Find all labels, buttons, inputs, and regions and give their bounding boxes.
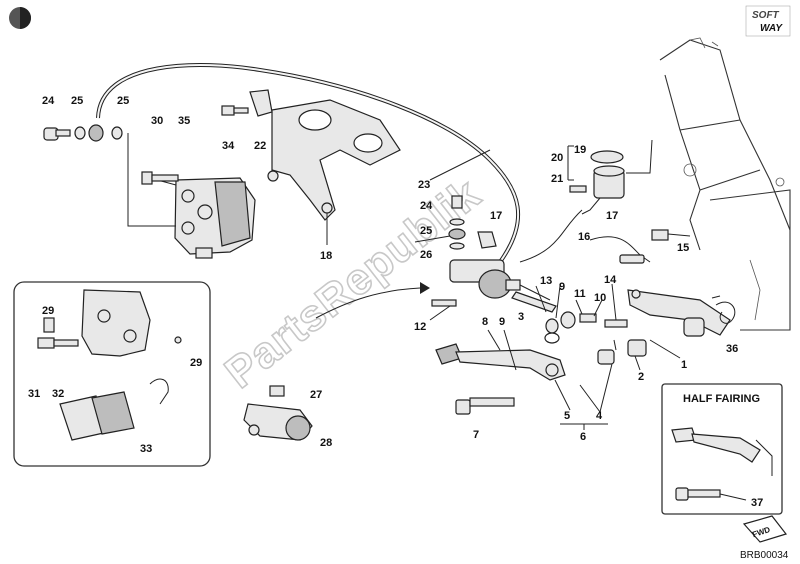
callout-25c: 25 bbox=[420, 225, 432, 237]
callout-23: 23 bbox=[418, 179, 430, 191]
watermark: PartsRepublik bbox=[216, 169, 490, 398]
brand-logo-line1: SOFT bbox=[752, 10, 780, 21]
callout-12: 12 bbox=[414, 321, 426, 333]
callout-1: 1 bbox=[681, 359, 687, 371]
inset-half-fairing: HALF FAIRING bbox=[661, 383, 783, 515]
adjuster-parts bbox=[544, 311, 597, 344]
fwd-arrow-icon: FWD bbox=[742, 515, 788, 543]
leader-lines bbox=[414, 149, 617, 430]
frame-outline bbox=[659, 37, 791, 331]
callout-20: 20 bbox=[551, 152, 563, 164]
callout-13: 13 bbox=[540, 275, 552, 287]
callout-28: 28 bbox=[320, 437, 332, 449]
bolt-30 bbox=[141, 171, 179, 185]
callout-17b: 17 bbox=[606, 210, 618, 222]
callout-16: 16 bbox=[578, 231, 590, 243]
footrest-bracket bbox=[604, 289, 736, 337]
callout-3: 3 bbox=[518, 311, 524, 323]
hose-clamp-17a bbox=[477, 231, 497, 249]
callout-25b: 25 bbox=[117, 95, 129, 107]
pivot-bushings bbox=[597, 339, 681, 371]
callout-10: 10 bbox=[594, 292, 606, 304]
callout-18: 18 bbox=[320, 250, 332, 262]
drawing-code: BRB00034 bbox=[740, 550, 789, 561]
callout-8: 8 bbox=[482, 316, 488, 328]
callout-11: 11 bbox=[574, 288, 586, 300]
caliper-bracket bbox=[267, 99, 401, 245]
brake-hose bbox=[96, 63, 521, 264]
callout-33: 33 bbox=[140, 443, 152, 455]
callout-26: 26 bbox=[420, 249, 432, 261]
callout-31: 31 bbox=[28, 388, 40, 400]
circle-mark-icon bbox=[9, 7, 31, 29]
banjo-bolt-group bbox=[43, 124, 123, 142]
callout-35: 35 bbox=[178, 115, 190, 127]
rear-master-cylinder bbox=[431, 259, 551, 307]
callout-36: 36 bbox=[726, 343, 738, 355]
callout-7: 7 bbox=[473, 429, 479, 441]
callout-9a: 9 bbox=[559, 281, 565, 293]
callout-24a: 24 bbox=[42, 95, 55, 107]
callout-17a: 17 bbox=[490, 210, 502, 222]
callout-30: 30 bbox=[151, 115, 163, 127]
brand-logo-line2: WAY bbox=[760, 23, 783, 34]
callout-34: 34 bbox=[222, 140, 235, 152]
callout-14: 14 bbox=[604, 274, 617, 286]
callout-37: 37 bbox=[751, 497, 763, 509]
callout-21: 21 bbox=[551, 173, 563, 185]
pushrod-13 bbox=[511, 291, 557, 313]
brake-caliper bbox=[127, 133, 256, 259]
callout-15: 15 bbox=[677, 242, 689, 254]
pivot-bolt-7 bbox=[455, 397, 515, 415]
callout-19: 19 bbox=[574, 144, 586, 156]
callout-2: 2 bbox=[638, 371, 644, 383]
callout-24b: 24 bbox=[420, 200, 433, 212]
clip-22 bbox=[249, 89, 273, 117]
callout-6: 6 bbox=[580, 431, 586, 443]
direction-arrow-head bbox=[420, 282, 430, 294]
callout-labels: 24 25 25 30 35 34 22 18 23 19 20 21 17 1… bbox=[28, 95, 763, 509]
callout-5: 5 bbox=[564, 410, 570, 422]
brake-light-switch-cable bbox=[589, 229, 691, 264]
callout-25a: 25 bbox=[71, 95, 83, 107]
bolt-34 bbox=[221, 105, 249, 116]
fluid-reservoir bbox=[519, 139, 653, 263]
callout-29b: 29 bbox=[190, 357, 202, 369]
inset-half-fairing-title: HALF FAIRING bbox=[683, 393, 760, 405]
lower-master-cylinder bbox=[243, 385, 313, 441]
callout-32: 32 bbox=[52, 388, 64, 400]
callout-4: 4 bbox=[596, 410, 603, 422]
brand-logo: SOFT WAY bbox=[745, 5, 791, 37]
callout-9b: 9 bbox=[499, 316, 505, 328]
brake-pedal bbox=[435, 329, 566, 381]
callout-27: 27 bbox=[310, 389, 322, 401]
banjo-washers bbox=[448, 195, 466, 250]
inset-caliper-detail bbox=[13, 281, 211, 467]
direction-arrow bbox=[315, 287, 421, 319]
callout-29a: 29 bbox=[42, 305, 54, 317]
callout-22: 22 bbox=[254, 140, 266, 152]
